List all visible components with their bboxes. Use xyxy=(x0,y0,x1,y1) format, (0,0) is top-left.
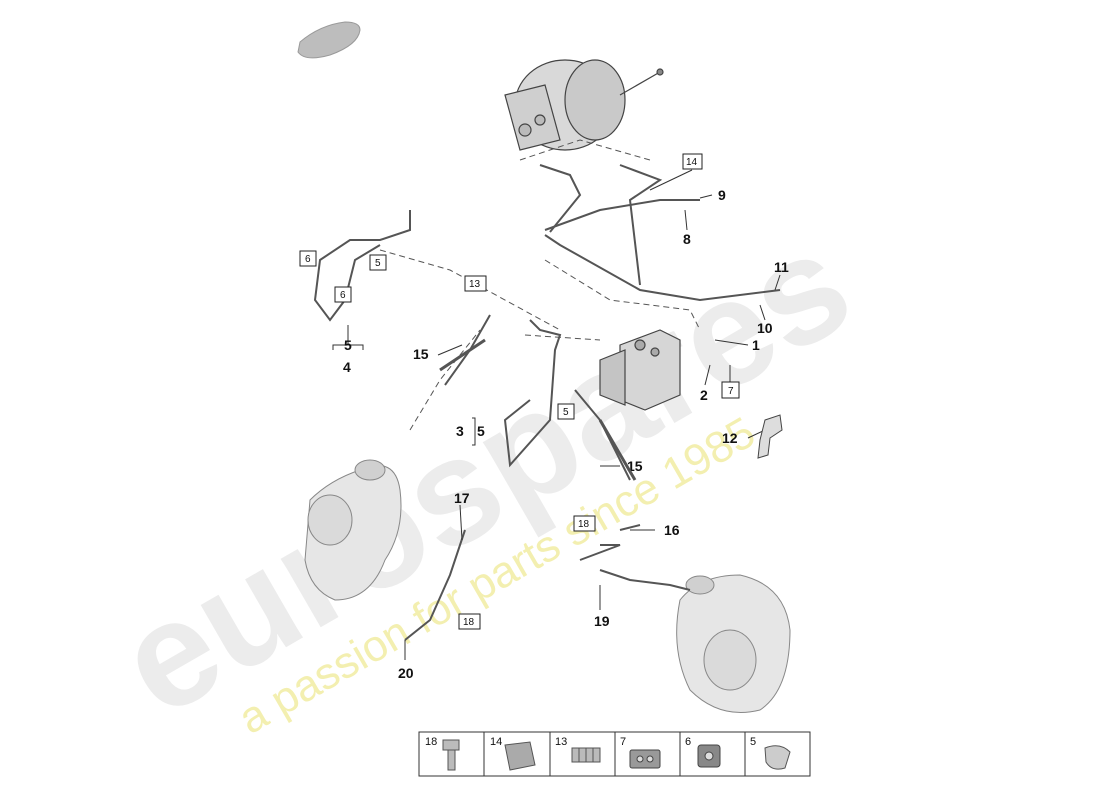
callout-15-upper: 15 xyxy=(413,346,429,362)
bracket-12 xyxy=(757,414,783,459)
callout-4: 4 xyxy=(343,359,351,375)
svg-text:7: 7 xyxy=(620,736,626,748)
svg-text:5: 5 xyxy=(750,736,756,748)
callout-10: 10 xyxy=(757,320,773,336)
bolt-icon xyxy=(442,739,460,771)
callout-9: 9 xyxy=(718,187,726,203)
svg-text:18: 18 xyxy=(463,617,475,628)
callout-1: 1 xyxy=(752,337,760,353)
callout-box-14: 14 xyxy=(682,153,703,170)
legend-item-18: 18 xyxy=(425,736,460,771)
callout-box-18-left: 18 xyxy=(458,613,481,630)
callout-box-6-lower: 6 xyxy=(334,286,352,303)
callout-2: 2 xyxy=(700,387,708,403)
callout-3: 3 xyxy=(456,423,464,439)
svg-text:14: 14 xyxy=(686,157,698,168)
legend-item-14: 14 xyxy=(490,736,536,771)
callout-5-bracket-left: 5 xyxy=(344,337,352,353)
pipe-clip-double-icon xyxy=(504,741,536,771)
callout-11: 11 xyxy=(774,259,789,275)
callout-15-lower: 15 xyxy=(627,458,643,474)
pipe-clip-quad-icon xyxy=(571,747,601,763)
callout-16: 16 xyxy=(664,522,680,538)
legend: 18 14 13 7 xyxy=(418,731,811,777)
brake-booster xyxy=(504,59,664,151)
callout-17: 17 xyxy=(454,490,470,506)
svg-text:6: 6 xyxy=(340,290,346,301)
callout-box-5-right: 5 xyxy=(557,403,575,420)
hose-15-lower xyxy=(598,419,637,481)
dashed-leaders xyxy=(379,139,701,431)
pipe-clip-holder-icon xyxy=(629,749,661,769)
pipe-clip-single-icon xyxy=(697,744,721,768)
brake-lines xyxy=(313,164,781,641)
abs-unit xyxy=(599,329,681,411)
svg-text:13: 13 xyxy=(555,736,567,748)
svg-text:6: 6 xyxy=(685,736,691,748)
callout-box-5-left: 5 xyxy=(369,254,387,271)
legend-item-13: 13 xyxy=(555,736,601,763)
right-wheel-knuckle xyxy=(676,574,791,713)
legend-item-5: 5 xyxy=(750,736,791,770)
svg-text:5: 5 xyxy=(563,407,569,418)
hose-15-upper xyxy=(439,338,486,372)
spring-clip-icon xyxy=(764,745,791,770)
legend-item-7: 7 xyxy=(620,736,661,769)
callout-box-18-right: 18 xyxy=(573,515,596,532)
svg-text:7: 7 xyxy=(728,386,734,397)
svg-text:18: 18 xyxy=(425,736,437,748)
svg-text:6: 6 xyxy=(305,254,311,265)
callout-19: 19 xyxy=(594,613,610,629)
callout-8: 8 xyxy=(683,231,691,247)
plain-callouts: 9 8 11 10 1 2 12 15 15 4 3 17 16 19 20 5… xyxy=(343,187,789,681)
callout-box-13: 13 xyxy=(464,275,487,292)
callout-12: 12 xyxy=(722,430,738,446)
car-silhouette-icon xyxy=(297,21,361,59)
callout-5-bracket-mid: 5 xyxy=(477,423,485,439)
callout-box-6-upper: 6 xyxy=(299,250,317,267)
callout-20: 20 xyxy=(398,665,414,681)
legend-item-6: 6 xyxy=(685,736,721,768)
callout-leaders xyxy=(332,169,781,660)
boxed-callouts: 14 6 5 6 13 7 5 18 xyxy=(299,153,740,630)
callout-box-7: 7 xyxy=(721,381,740,399)
svg-text:13: 13 xyxy=(469,279,481,290)
left-wheel-knuckle xyxy=(304,459,402,601)
svg-text:14: 14 xyxy=(490,736,502,748)
svg-text:5: 5 xyxy=(375,258,381,269)
svg-text:18: 18 xyxy=(578,519,590,530)
